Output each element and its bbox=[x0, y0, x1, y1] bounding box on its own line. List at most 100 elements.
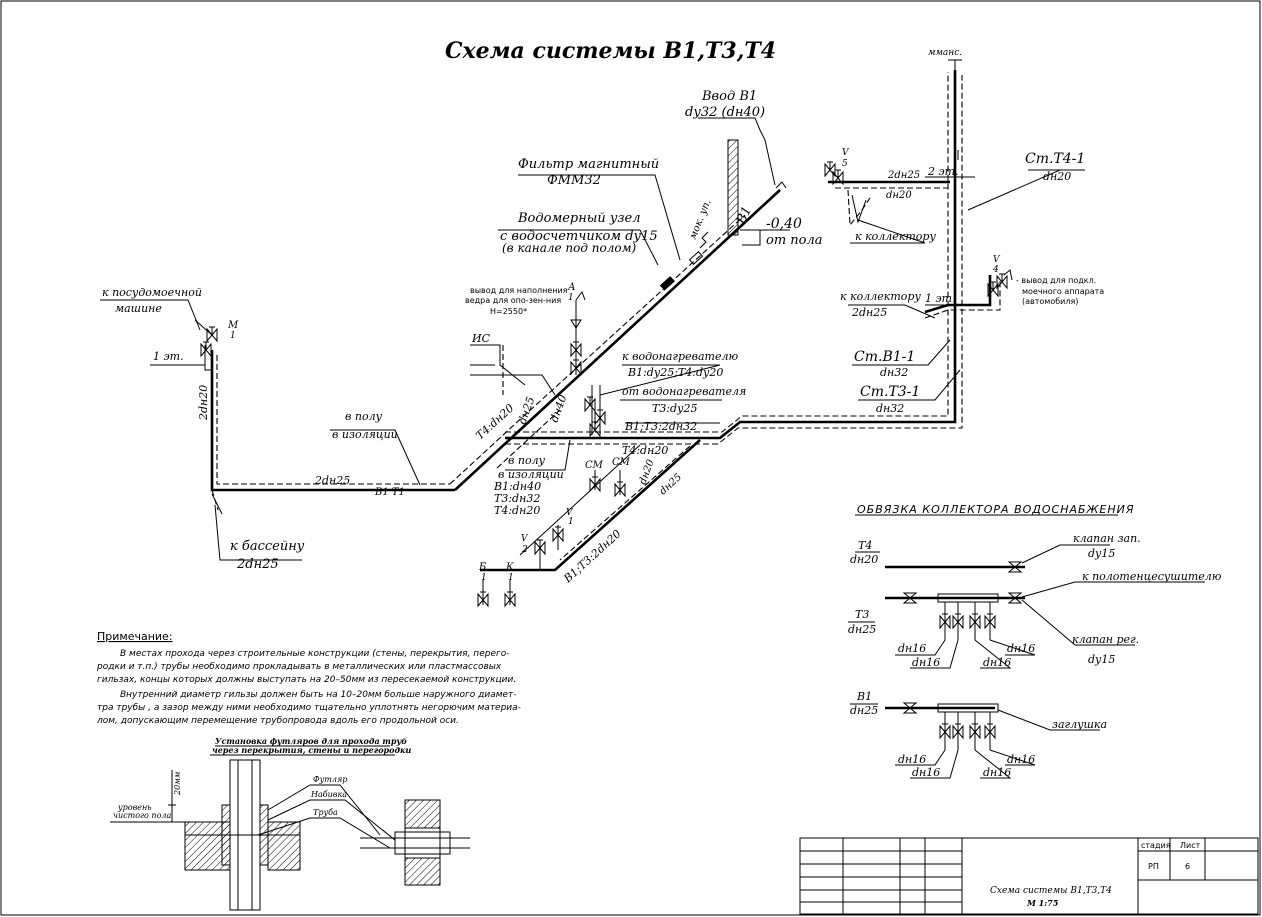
note-line-3: гильзах, концы которых должны выступать … bbox=[97, 675, 516, 685]
koll-t3: Т3 bbox=[855, 608, 869, 621]
label-ic: ИС bbox=[471, 332, 491, 345]
note-line-1: В местах прохода через строительные конс… bbox=[120, 649, 509, 659]
label-mok-up: мок. уп. bbox=[688, 198, 714, 241]
valve-posuda bbox=[206, 326, 218, 342]
stamp-title: Схема системы В1,Т3,Т4 bbox=[990, 886, 1112, 896]
label-v-polu2-1: в полу bbox=[508, 454, 546, 467]
label-st-b11: Ст.В1-1 bbox=[854, 349, 915, 365]
label-posuda-1: к посудомоечной bbox=[102, 286, 202, 299]
label-mans: мманс. bbox=[928, 48, 962, 58]
detail-title-2: через перекрытия, стены и перегородки bbox=[212, 745, 411, 755]
label-vodonagr-4: Т3:dу25 bbox=[652, 402, 697, 415]
detail-title-1: Установка футляров для прохода труб bbox=[215, 736, 407, 746]
label-st-t31-dn: dн32 bbox=[876, 402, 904, 415]
label-vodonagr-1: к водонагревателю bbox=[622, 350, 739, 363]
koll-t4-dn: dн20 bbox=[850, 553, 878, 566]
valve-posuda-2 bbox=[200, 341, 212, 357]
label-a-num: 1 bbox=[568, 293, 574, 303]
label-st-t41: Ст.Т4-1 bbox=[1025, 151, 1085, 167]
label-spec-1: В1:dн40 bbox=[493, 480, 541, 493]
koll-b1: В1 bbox=[856, 690, 872, 703]
label-vvod-1: Ввод В1 bbox=[701, 89, 757, 104]
koll-title: ОБВЯЗКА КОЛЛЕКТОРА ВОДОСНАБЖЕНИЯ bbox=[857, 503, 1135, 516]
koll-klapan-zap-1: клапан зап. bbox=[1073, 532, 1141, 545]
label-st-b11-dn: dн32 bbox=[880, 366, 908, 379]
stamp-list: Лист bbox=[1180, 841, 1201, 850]
label-vyvod-3: H=2550* bbox=[490, 307, 527, 316]
pipe-lower-branch bbox=[480, 439, 701, 572]
koll-dn16-2: dн16 bbox=[912, 656, 940, 669]
label-vvod-2: dу32 (dн40) bbox=[685, 105, 765, 120]
label-spec-2: Т3:dн32 bbox=[494, 492, 540, 505]
label-bassein-2: 2dн25 bbox=[236, 557, 279, 572]
label-v-polu-1: в полу bbox=[345, 410, 383, 423]
note-line-5: тра трубы , а зазор между ними необходим… bbox=[97, 703, 521, 713]
label-vyvod-car-1: - вывод для подкл. bbox=[1016, 276, 1096, 285]
koll-klapan-reg-2: dу15 bbox=[1088, 653, 1115, 666]
title-block bbox=[799, 837, 1259, 915]
pipe-ic bbox=[470, 344, 526, 386]
label-b1t3-dn32: В1;Т3:2dн32 bbox=[624, 420, 697, 433]
label-b-num: 1 bbox=[481, 573, 487, 583]
label-vodonagr-3: от водонагревателя bbox=[622, 385, 746, 398]
label-floor1-left: 1 эт. bbox=[153, 350, 184, 363]
label-fl2: 2 эт. bbox=[927, 165, 959, 178]
label-filter-2: ФММ32 bbox=[547, 173, 601, 188]
label-vyvod-1: вывод для наполнения bbox=[470, 286, 568, 295]
koll-t4: Т4 bbox=[858, 539, 872, 552]
page-title: Схема системы В1,Т3,Т4 bbox=[445, 38, 776, 64]
valve-v4-2 bbox=[996, 273, 1008, 289]
label-spec-3: Т4:dн20 bbox=[494, 504, 540, 517]
detail-nabivka: Набивка bbox=[310, 790, 347, 799]
label-v5-mark: V bbox=[842, 148, 850, 158]
pipe-left-main bbox=[210, 350, 455, 492]
koll-t3-dn: dн25 bbox=[848, 623, 876, 636]
label-v2-num: 2 bbox=[521, 545, 528, 555]
detail-wall-section bbox=[360, 799, 470, 886]
pipe-left-t bbox=[216, 355, 450, 485]
label-dn20-vert: 2dн20 bbox=[197, 385, 210, 421]
label-m-mark: М bbox=[227, 320, 239, 331]
note-line-2: родки и т.п.) трубы необходимо прокладыв… bbox=[96, 662, 502, 672]
label-vyvod-car-3: (автомобиля) bbox=[1022, 297, 1078, 306]
stamp-scale: М 1:75 bbox=[1026, 898, 1059, 908]
label-v2-mark: V bbox=[521, 534, 529, 544]
label-v1-mark: V bbox=[566, 508, 574, 518]
koll-zaglushka: заглушка bbox=[1052, 718, 1107, 731]
koll-k-polot: к полотенцесушителю bbox=[1082, 570, 1222, 583]
label-cm-1: СМ bbox=[585, 460, 604, 471]
label-t4dn20-diag: Т4:dн20 bbox=[473, 402, 516, 443]
koll-dn16-3: dн16 bbox=[983, 656, 1011, 669]
label-level-1: -0,40 bbox=[766, 216, 802, 232]
detail-floor-section bbox=[110, 759, 301, 911]
label-dn40-diag: dн40 bbox=[548, 393, 570, 424]
label-m-num: 1 bbox=[230, 331, 236, 341]
note-title: Примечание: bbox=[97, 630, 173, 643]
koll-t3-branches bbox=[939, 602, 996, 640]
koll-dn16-5: dн16 bbox=[898, 753, 926, 766]
label-k-koll-2: к коллектору bbox=[840, 290, 921, 303]
label-level-2: от пола bbox=[766, 233, 823, 248]
valve-vodonagr-1 bbox=[584, 396, 596, 412]
label-koll-dn25: 2dн25 bbox=[851, 306, 887, 319]
label-filter-1: Фильтр магнитный bbox=[518, 157, 659, 172]
label-st-t41-dn: dн20 bbox=[1043, 170, 1071, 183]
label-b1-t1: В1 Т1 bbox=[374, 487, 405, 498]
stamp-num: 6 bbox=[1185, 862, 1190, 871]
label-cm-2: СМ bbox=[612, 457, 631, 468]
label-a-mark: А bbox=[567, 282, 576, 293]
stamp-rp: РП bbox=[1148, 862, 1159, 871]
label-v5-num: 5 bbox=[842, 159, 848, 169]
koll-dn16-1: dн16 bbox=[898, 642, 926, 655]
label-v4-num: 4 bbox=[992, 265, 999, 275]
detail-20mm: 20мм bbox=[173, 771, 182, 796]
label-k-mark: К bbox=[505, 562, 514, 573]
koll-dn16-6: dн16 bbox=[912, 766, 940, 779]
detail-futlyar: Футляр bbox=[313, 775, 347, 784]
koll-klapan-reg-1: клапан рег. bbox=[1072, 633, 1139, 646]
label-v-polu2-2: в изоляции bbox=[498, 468, 564, 481]
koll-b1-dn: dн25 bbox=[850, 704, 878, 717]
